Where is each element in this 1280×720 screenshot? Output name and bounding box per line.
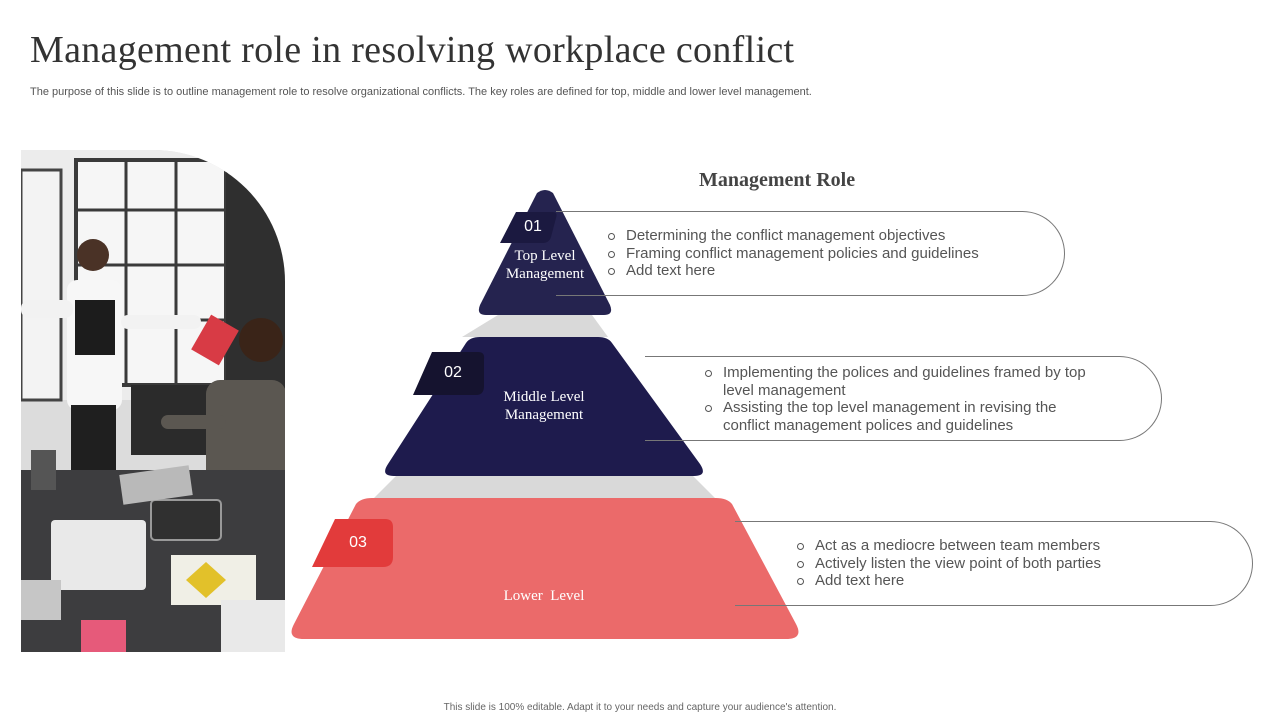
list-item: Add text here [608, 262, 1028, 280]
bullet-list-bottom: Act as a mediocre between team members A… [797, 537, 1217, 590]
badge-number-01: 01 [524, 218, 542, 235]
badge-number-02: 02 [444, 364, 462, 381]
description-pill-bottom [735, 521, 1253, 606]
list-item: Framing conflict management policies and… [608, 245, 1028, 263]
section-heading: Management Role [699, 169, 856, 191]
list-item: Determining the conflict management obje… [608, 227, 1028, 245]
bullet-circle-icon [608, 268, 615, 275]
slide-title: Management role in resolving workplace c… [30, 29, 795, 71]
badge-03 [312, 519, 393, 567]
tier-label-middle-line1: Middle Level [503, 389, 585, 405]
pyramid-tier-bottom [291, 498, 799, 639]
list-item: Implementing the polices and guidelines … [705, 364, 1100, 399]
description-pill-middle [645, 356, 1162, 441]
list-item: Add text here [797, 572, 1217, 590]
bullet-list-top: Determining the conflict management obje… [608, 227, 1028, 280]
bullet-circle-icon [797, 560, 804, 568]
tier-label-middle: Middle Level Management [474, 388, 614, 424]
bullet-circle-icon [797, 543, 804, 550]
bullet-circle-icon [705, 370, 712, 377]
slide-footer: This slide is 100% editable. Adapt it to… [443, 702, 837, 713]
bullet-circle-icon [797, 578, 804, 585]
bullet-circle-icon [705, 405, 712, 412]
badge-02 [413, 352, 485, 395]
description-pill-top [556, 211, 1065, 296]
tier-label-bottom-line1: Lower Level [503, 588, 585, 604]
slide-subtitle: The purpose of this slide is to outline … [30, 86, 812, 98]
bullet-circle-icon [608, 233, 615, 240]
connector-band-top [462, 315, 608, 337]
list-item: Assisting the top level management in re… [705, 399, 1100, 434]
office-photo [21, 150, 285, 652]
list-item: Act as a mediocre between team members [797, 537, 1217, 555]
badge-01 [500, 212, 557, 243]
bullet-circle-icon [608, 250, 615, 258]
bullet-list-middle: Implementing the polices and guidelines … [705, 364, 1100, 434]
list-item: Actively listen the view point of both p… [797, 555, 1217, 573]
badge-number-03: 03 [349, 534, 367, 551]
tier-label-bottom: Lower Level Management [474, 551, 614, 677]
tier-label-middle-line2: Management [504, 407, 584, 423]
tier-label-bottom-line2: Management [504, 642, 584, 658]
connector-band-middle [374, 476, 715, 498]
